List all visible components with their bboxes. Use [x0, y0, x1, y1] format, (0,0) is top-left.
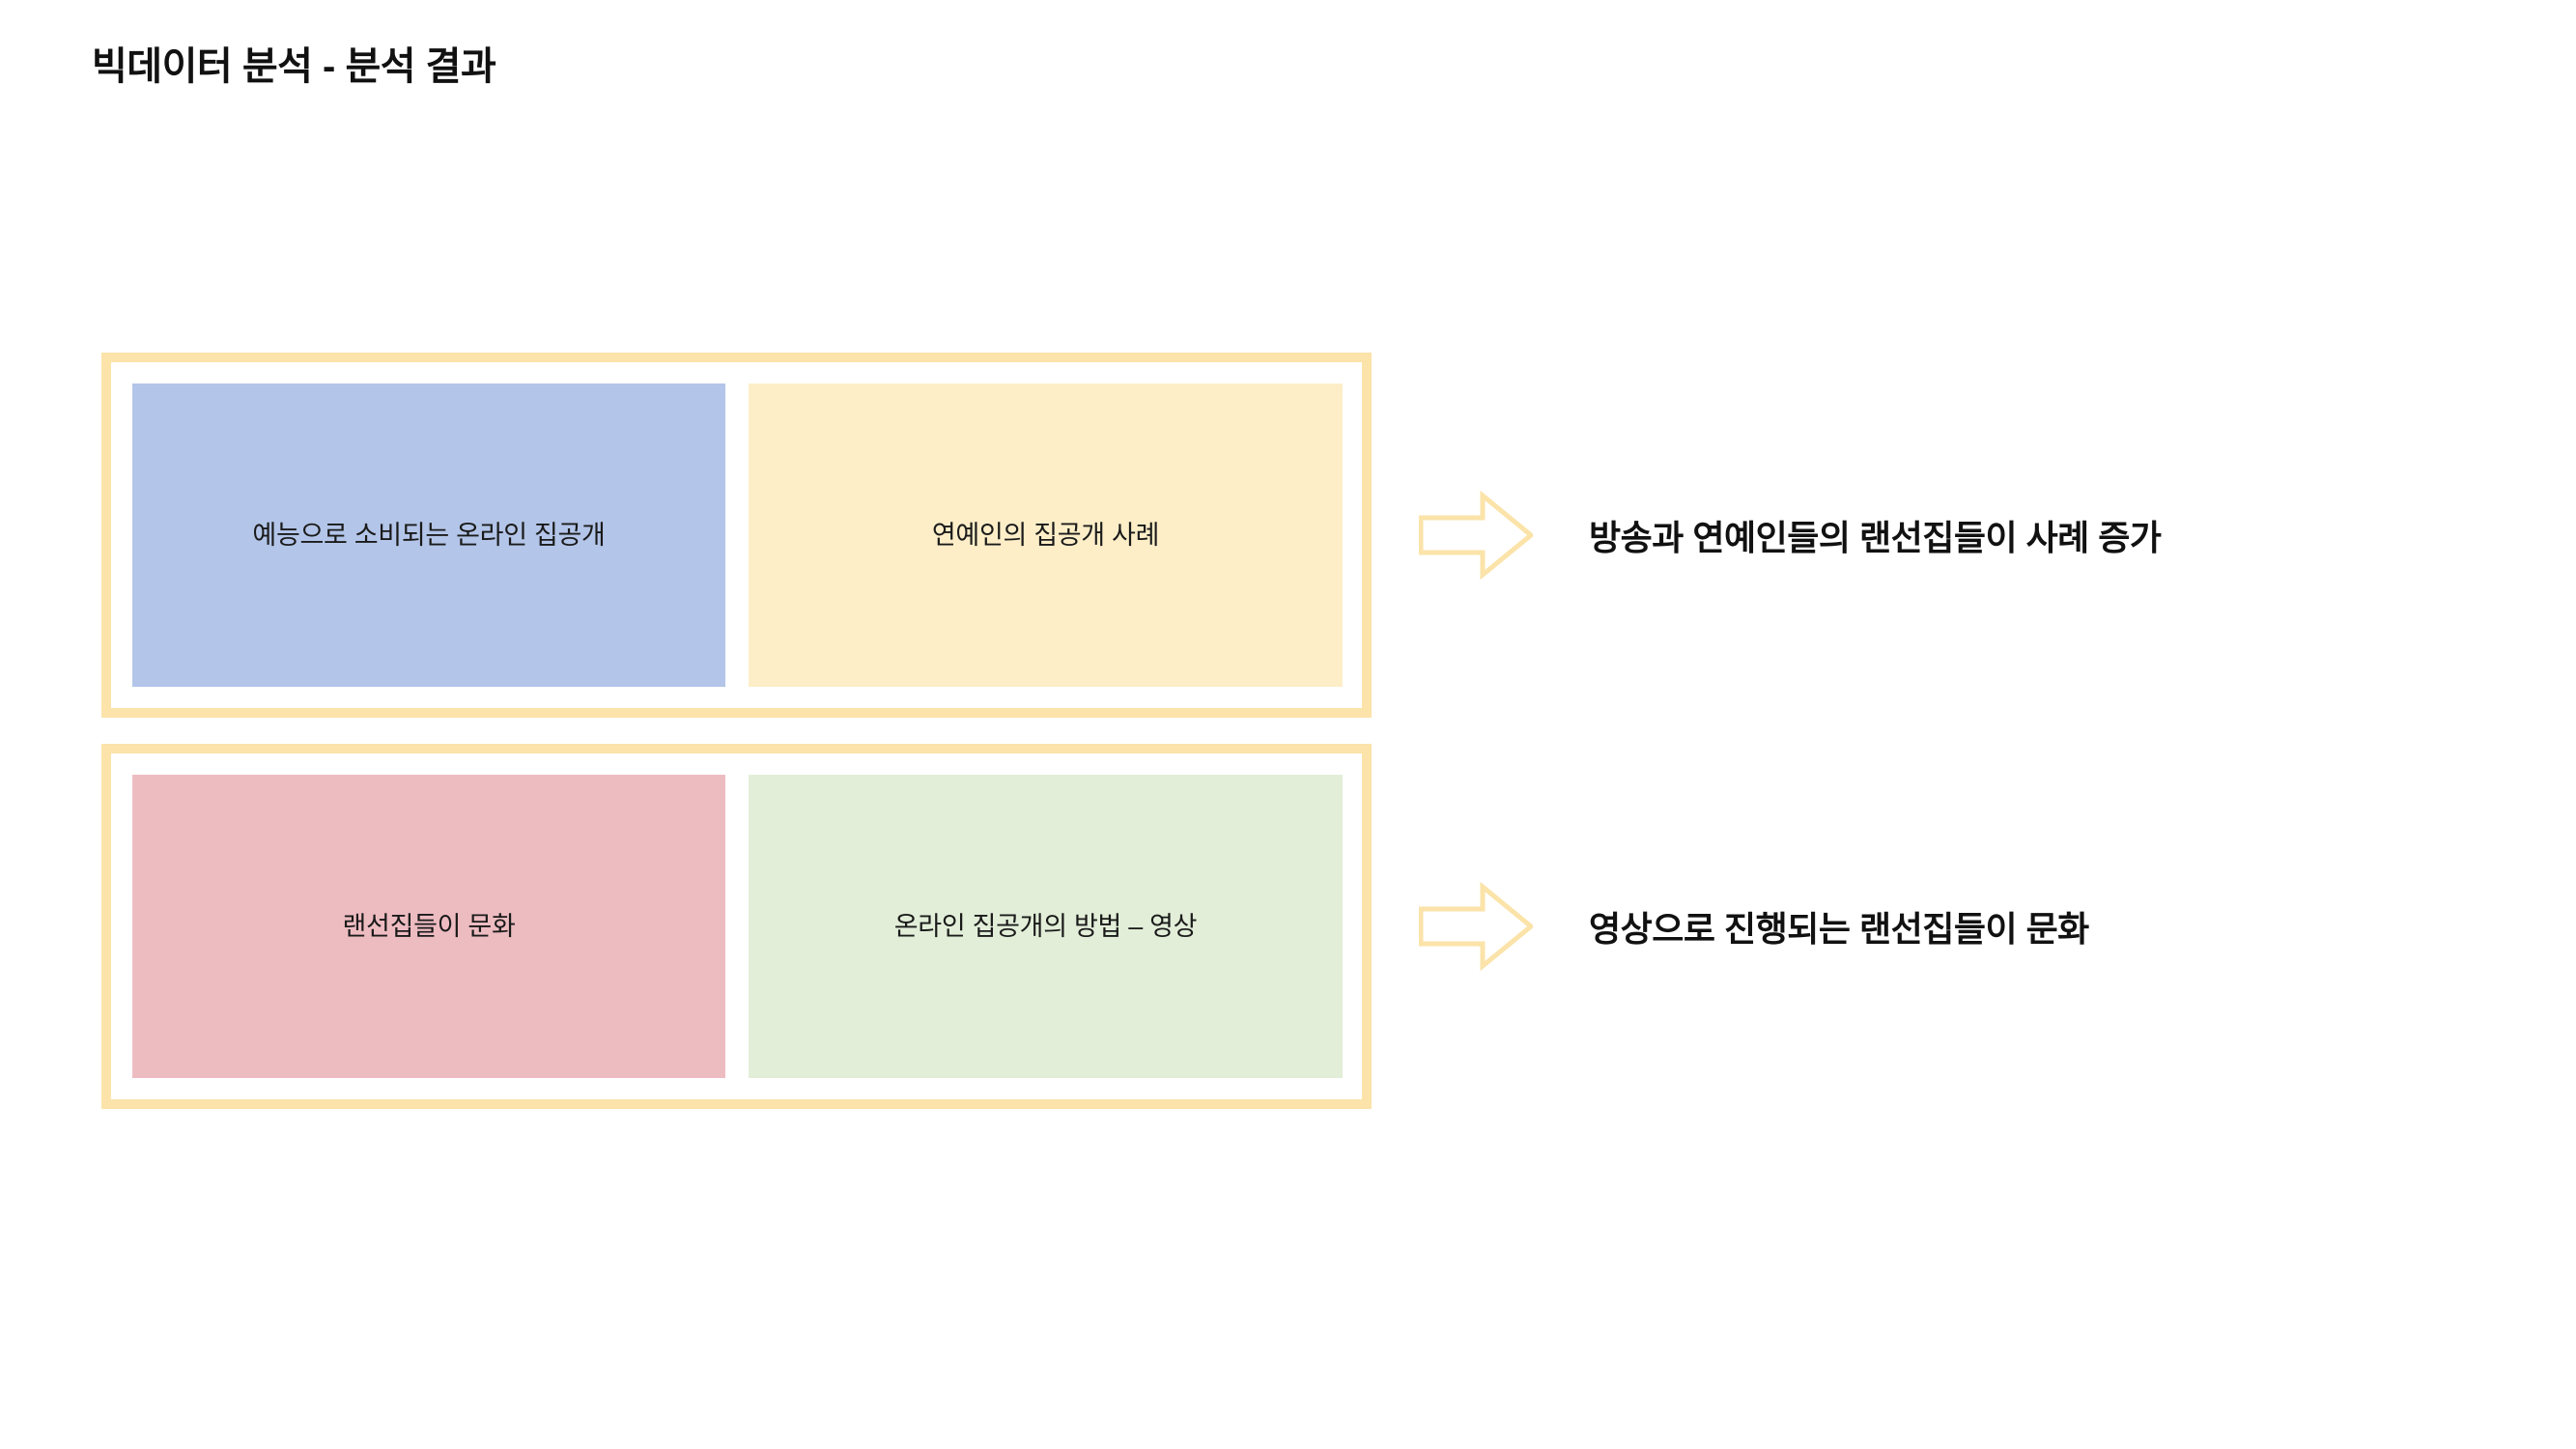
right-block-arrow-icon	[1418, 491, 1533, 580]
grouped-box-inner-1: 예능으로 소비되는 온라인 집공개 연예인의 집공개 사례	[111, 362, 1362, 708]
concept-box-2b[interactable]: 온라인 집공개의 방법 – 영상	[749, 775, 1343, 1078]
concept-box-2a[interactable]: 랜선집들이 문화	[132, 775, 725, 1078]
concept-box-1a[interactable]: 예능으로 소비되는 온라인 집공개	[132, 384, 725, 687]
page-title: 빅데이터 분석 - 분석 결과	[92, 45, 496, 88]
conclusion-text-2: 영상으로 진행되는 랜선집들이 문화	[1589, 909, 2089, 949]
conclusion-text-1: 방송과 연예인들의 랜선집들이 사례 증가	[1589, 518, 2162, 557]
grouped-box-frame-2: 랜선집들이 문화 온라인 집공개의 방법 – 영상	[101, 744, 1372, 1109]
right-block-arrow-icon	[1418, 882, 1533, 971]
arrow-container-1	[1391, 491, 1560, 580]
diagram-row-2: 랜선집들이 문화 온라인 집공개의 방법 – 영상 영상으로 진행되는 랜선집들…	[101, 744, 2089, 1109]
concept-box-1b[interactable]: 연예인의 집공개 사례	[749, 384, 1343, 687]
arrow-container-2	[1391, 882, 1560, 971]
grouped-box-inner-2: 랜선집들이 문화 온라인 집공개의 방법 – 영상	[111, 753, 1362, 1099]
diagram-row-1: 예능으로 소비되는 온라인 집공개 연예인의 집공개 사례 방송과 연예인들의 …	[101, 353, 2162, 718]
grouped-box-frame-1: 예능으로 소비되는 온라인 집공개 연예인의 집공개 사례	[101, 353, 1372, 718]
